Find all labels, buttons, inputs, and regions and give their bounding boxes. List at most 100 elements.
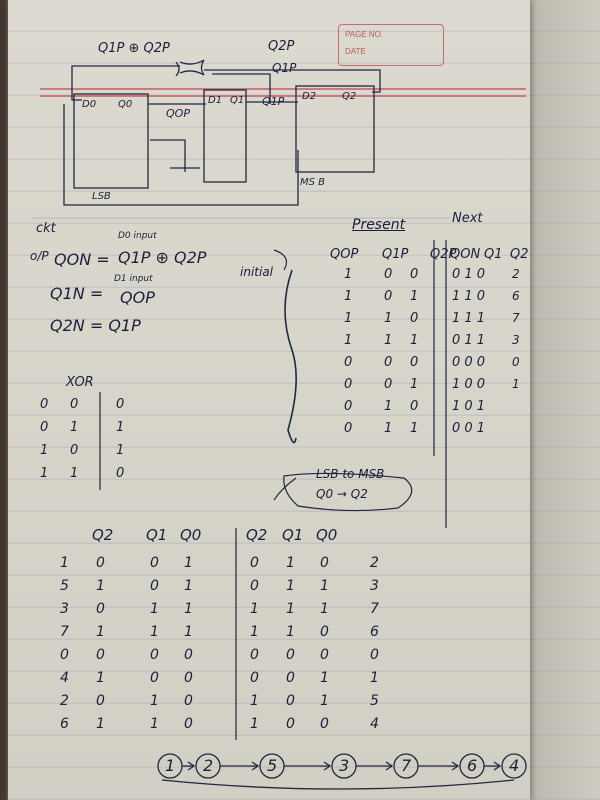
pn-cell: 0 [344, 377, 353, 392]
dec-left-bit: 1 [184, 624, 193, 640]
pn-cell: 0 [410, 355, 419, 370]
dec-right-bit: 1 [320, 601, 329, 617]
pn-cell: 1 [384, 311, 393, 326]
dec-right-bit: 0 [320, 624, 329, 640]
dec-right-bit: 1 [250, 716, 259, 732]
pn-cell: 0 [410, 267, 419, 282]
pn-decimal: 2 [512, 267, 520, 281]
dec-left-bit: 1 [184, 601, 193, 617]
sequence-return-arrow [161, 779, 515, 790]
pn-cell: 1 [410, 333, 419, 348]
lsb-msb-note: LSB to MSB [316, 467, 385, 481]
xor-cell: 1 [116, 420, 125, 435]
dec-left-bit: 1 [150, 624, 159, 640]
dec-header-left: Q2 [92, 526, 114, 544]
pn-next: 0 1 0 [452, 267, 486, 282]
sequence-state-label: 3 [339, 756, 350, 775]
pn-decimal: 6 [512, 289, 520, 303]
sequence-arrowhead [451, 761, 460, 771]
dec-left-bit: 0 [96, 601, 105, 617]
dec-row-value: 5 [60, 578, 69, 594]
flipflop-d2-box [295, 85, 375, 173]
red-margin-line [40, 88, 526, 90]
dec-right-bit: 0 [320, 647, 329, 663]
dec-right-bit: 0 [286, 693, 295, 709]
dec-next-value: 7 [370, 601, 379, 617]
dec-right-bit: 0 [286, 647, 295, 663]
xor-cell: 0 [116, 397, 125, 412]
pn-next: 0 0 1 [452, 421, 486, 436]
dec-right-bit: 1 [286, 601, 295, 617]
sequence-state-label: 2 [203, 756, 214, 775]
date-label: DATE [345, 47, 366, 56]
dec-header-left: Q1 [146, 526, 168, 544]
pn-next: 1 0 1 [452, 399, 486, 414]
dec-row-value: 6 [60, 716, 69, 732]
dec-left-bit: 0 [184, 716, 193, 732]
pn-cell: 0 [384, 377, 393, 392]
ff1-q-label: Q1 [230, 95, 245, 106]
sequence-state-label: 1 [165, 756, 176, 775]
xor-cell: 0 [40, 397, 49, 412]
present-title: Present [352, 217, 406, 233]
dec-left-bit: 1 [150, 693, 159, 709]
notebook-page [8, 0, 530, 800]
dec-row-value: 1 [60, 555, 69, 571]
pn-cell: 0 [344, 355, 353, 370]
ff2-msb-label: MS B [300, 177, 326, 188]
q1p-wire-label: Q1P [262, 95, 285, 108]
dec-left-bit: 1 [150, 601, 159, 617]
pn-cell: 1 [344, 289, 353, 304]
next-title: Next [452, 211, 483, 226]
dec-next-value: 2 [370, 555, 379, 571]
sequence-state-label: 6 [467, 756, 478, 775]
flipflop-d0-box [73, 93, 149, 189]
pn-cell: 1 [384, 421, 393, 436]
ff2-q-label: Q2 [342, 91, 357, 102]
dec-right-bit: 1 [286, 578, 295, 594]
pn-cell: 0 [410, 399, 419, 414]
pn-cell: 1 [344, 333, 353, 348]
dec-header-left: Q0 [180, 526, 202, 544]
dec-left-bit: 0 [96, 555, 105, 571]
xor-cell: 1 [70, 420, 79, 435]
xor-gate-shape [179, 59, 205, 76]
dec-row-value: 3 [60, 601, 69, 617]
pn-cell: 1 [410, 377, 419, 392]
dec-right-bit: 1 [286, 555, 295, 571]
dec-left-bit: 0 [184, 693, 193, 709]
pn-decimal: 7 [512, 311, 520, 325]
pn-decimal: 3 [512, 333, 520, 347]
dec-row-value: 0 [60, 647, 69, 663]
pn-cell: 0 [384, 355, 393, 370]
dec-right-bit: 0 [250, 647, 259, 663]
q0p-wire-label: QOP [166, 107, 190, 120]
ff0-d-label: D0 [82, 99, 97, 110]
pn-cell: 0 [344, 421, 353, 436]
q2p-feedback-label: Q2P [268, 39, 295, 54]
dec-left-bit: 0 [96, 693, 105, 709]
pn-header: Q2 [510, 247, 529, 262]
pn-cell: 0 [384, 289, 393, 304]
dec-next-value: 1 [370, 670, 379, 686]
sequence-arrowhead [251, 761, 260, 771]
dec-right-bit: 0 [250, 555, 259, 571]
sequence-state-label: 7 [401, 756, 412, 775]
dec-left-bit: 0 [150, 670, 159, 686]
op-prefix: o/P [30, 249, 49, 263]
dec-right-bit: 1 [286, 624, 295, 640]
xor-cell: 0 [70, 397, 79, 412]
q1p-top-label: Q1P [272, 61, 297, 75]
ff0-lsb-label: LSB [92, 191, 111, 202]
sequence-arrowhead [493, 761, 502, 771]
dec-row-value: 2 [60, 693, 69, 709]
pn-next: 1 1 0 [452, 289, 486, 304]
dec-next-value: 6 [370, 624, 379, 640]
pn-next: 1 1 1 [452, 311, 486, 326]
dec-header-right: Q1 [282, 526, 304, 544]
dec-right-bit: 1 [320, 578, 329, 594]
pn-header: Q1P [382, 247, 409, 262]
dec-left-bit: 0 [150, 647, 159, 663]
